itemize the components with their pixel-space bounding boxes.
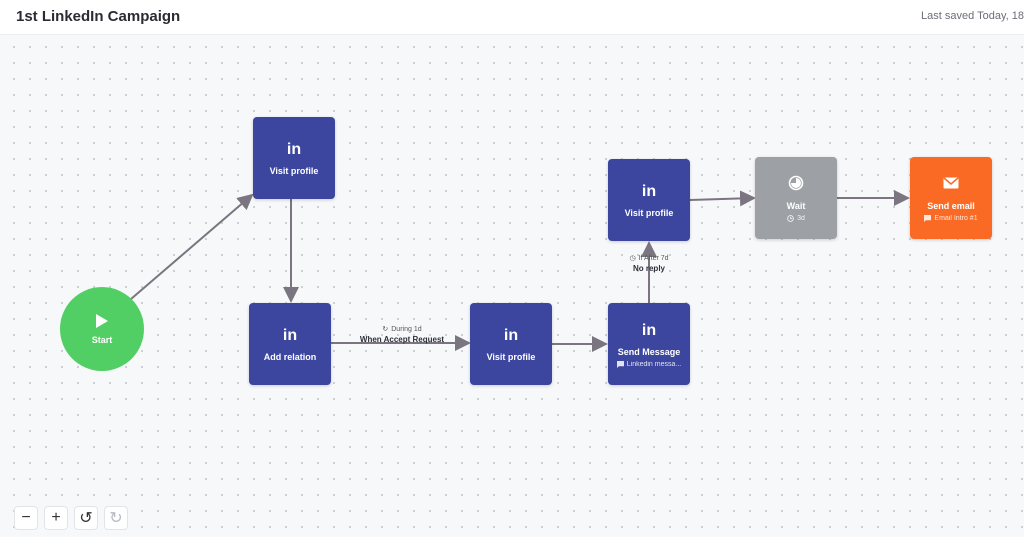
visit-profile-node-3[interactable]: in Visit profile (608, 159, 690, 241)
edge-condition-text: During 1d (391, 325, 422, 333)
message-icon (924, 214, 932, 222)
linkedin-icon: in (641, 321, 657, 339)
visit-profile-node-1[interactable]: in Visit profile (253, 117, 335, 199)
clock-icon: ◷ (629, 255, 636, 262)
last-saved-status: Last saved Today, 18 (921, 10, 1024, 22)
edge-visit3-wait (689, 190, 756, 207)
redo-button[interactable]: ↻ (104, 506, 128, 530)
edge-main-text: When Accept Request (359, 335, 445, 344)
send-message-node[interactable]: in Send Message Linkedin messa... (608, 303, 690, 385)
refresh-icon: ↻ (382, 326, 389, 333)
linkedin-icon: in (286, 141, 302, 158)
edge-label-accept[interactable]: ↻ During 1d When Accept Request (354, 325, 450, 345)
send-email-node[interactable]: Send email Email Intro #1 (910, 157, 992, 239)
clock-icon (787, 214, 794, 222)
play-icon (96, 314, 108, 328)
top-bar: 1st LinkedIn Campaign Last saved Today, … (0, 0, 1024, 35)
node-label: Send Message (617, 346, 681, 357)
start-node[interactable]: Start (60, 287, 144, 371)
node-label: Visit profile (269, 166, 319, 176)
message-icon (616, 360, 624, 368)
zoom-in-button[interactable]: + (44, 506, 68, 530)
node-label: Add relation (263, 352, 317, 362)
linkedin-icon: in (641, 183, 657, 200)
linkedin-icon: in (282, 327, 298, 344)
node-sub: Email Intro #1 (924, 214, 978, 222)
edge-condition: ◷ If After 7d (618, 254, 680, 263)
edge-condition-text: If After 7d (638, 254, 669, 262)
visit-profile-node-2[interactable]: in Visit profile (470, 303, 552, 385)
start-label: Start (91, 335, 113, 345)
node-sub-text: 3d (797, 214, 805, 222)
edge-start-visit1 (130, 193, 254, 300)
node-label: Visit profile (624, 208, 674, 218)
undo-button[interactable]: ↺ (74, 506, 98, 530)
wait-node[interactable]: Wait 3d (755, 157, 837, 239)
canvas-toolbar: − + ↺ ↻ (14, 506, 128, 530)
add-relation-node[interactable]: in Add relation (249, 303, 331, 385)
node-sub-text: Email Intro #1 (934, 214, 978, 222)
edge-label-noreply[interactable]: ◷ If After 7d No reply (618, 254, 680, 274)
timer-icon (788, 175, 804, 195)
node-sub-text: Linkedin messa... (626, 360, 682, 368)
node-sub: Linkedin messa... (616, 360, 682, 368)
campaign-title[interactable]: 1st LinkedIn Campaign (16, 8, 181, 25)
node-label: Wait (786, 200, 806, 211)
zoom-out-button[interactable]: − (14, 506, 38, 530)
edge-main-text: No reply (632, 264, 665, 273)
workflow-canvas[interactable] (0, 35, 1024, 537)
node-label: Send email (927, 200, 975, 211)
linkedin-icon: in (503, 327, 519, 344)
node-label: Visit profile (486, 352, 536, 362)
node-sub: 3d (787, 215, 805, 222)
edge-condition: ↻ During 1d (354, 325, 450, 334)
envelope-icon (943, 175, 959, 195)
